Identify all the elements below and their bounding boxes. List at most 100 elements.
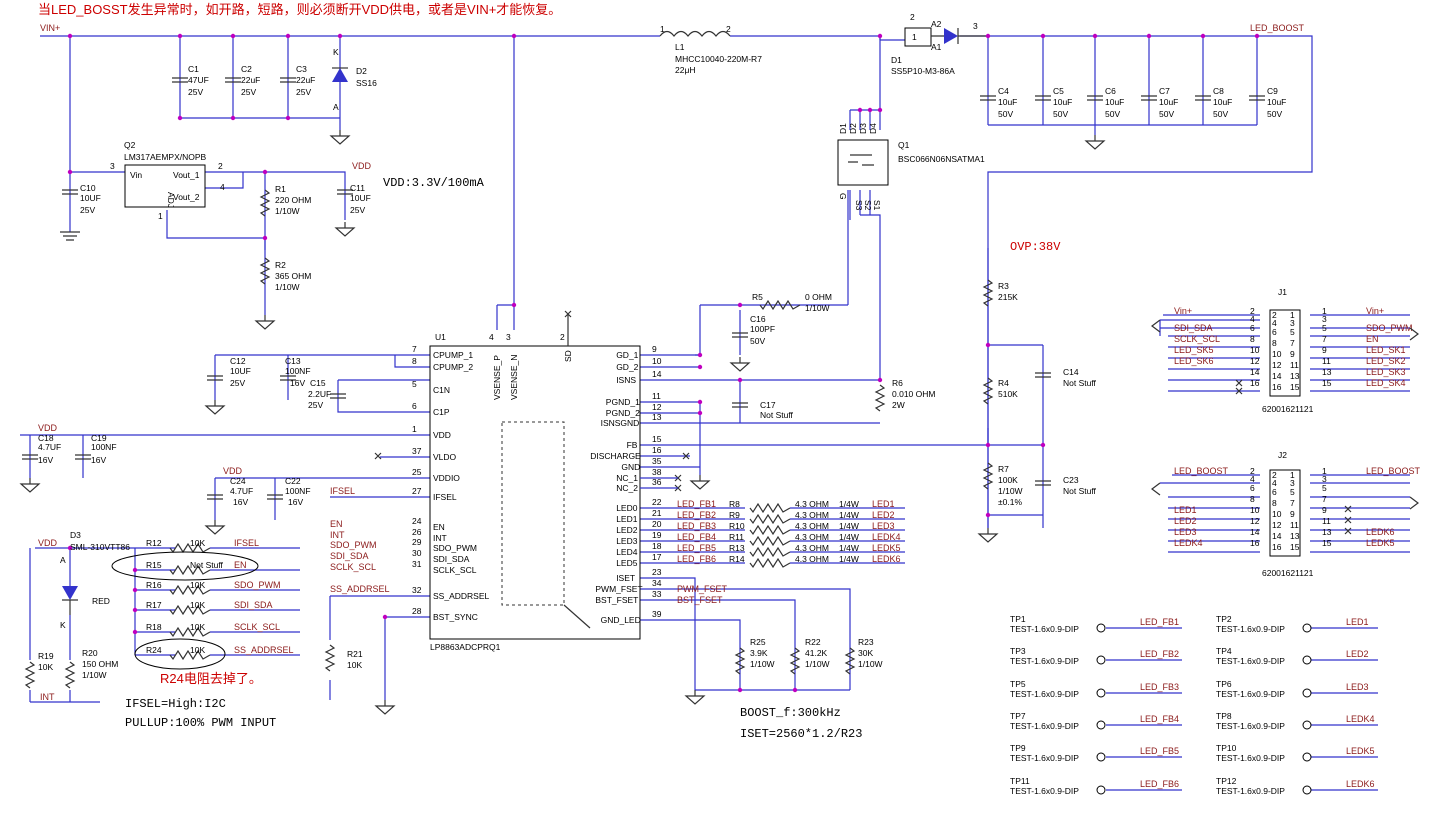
tp-ref-11: TP11 — [1010, 776, 1030, 786]
ic-u1-body — [429, 345, 641, 640]
junction-dot-8 — [985, 33, 991, 39]
led-res-pwr-6: 1/4W — [839, 554, 859, 564]
junction-dot-35 — [132, 607, 138, 613]
tp-pad-4 — [1302, 655, 1312, 665]
junction-dot-27 — [697, 410, 703, 416]
c18-cap-plates — [22, 454, 38, 460]
c18-value: 4.7UF — [38, 442, 61, 452]
c13-cap-plates — [280, 375, 296, 381]
ic-part: LP8863ADCPRQ1 — [430, 642, 501, 652]
j1-left-label-1: Vin+ — [1174, 306, 1192, 316]
j1-left-pin-5: 10 — [1250, 345, 1260, 355]
tp-pad-12 — [1302, 785, 1312, 795]
input-cap-value-3: 22uF — [296, 75, 315, 85]
r23-pwr: 1/10W — [858, 659, 883, 669]
ic-top-pin-name-4: VSENSE_P — [492, 355, 502, 400]
tp-ref-4: TP4 — [1216, 646, 1232, 656]
diode-d1-lab-a1: A1 — [931, 42, 942, 52]
r25-value: 3.9K — [750, 648, 768, 658]
tp-ref-3: TP3 — [1010, 646, 1026, 656]
reg-pin1: 1 — [158, 211, 163, 221]
r23-value: 30K — [858, 648, 873, 658]
j1-left-label-6: LED_SK6 — [1174, 356, 1214, 366]
mosfet-ref: Q1 — [898, 140, 910, 150]
tp-net-9: LED_FB5 — [1140, 746, 1179, 756]
tp-net-1: LED_FB1 — [1140, 617, 1179, 627]
ground-r7 — [977, 528, 999, 543]
mosfet-q1-body — [837, 139, 889, 186]
c17-value: Not Stuff — [760, 410, 794, 420]
net-ss-ic: SS_ADDRSEL — [330, 584, 390, 594]
c10-cap-plates — [62, 189, 78, 195]
ground-input-caps — [329, 130, 351, 145]
j2-left-label-6: LED2 — [1174, 516, 1197, 526]
led-d3-a: A — [60, 555, 66, 565]
ic-left-pin-name-37: VLDO — [433, 452, 457, 462]
j2-inner-right-1: 1 — [1290, 470, 1295, 480]
j1-inner-right-6: 11 — [1290, 360, 1299, 370]
junction-dot-6 — [511, 33, 517, 39]
tp-part-4: TEST-1.6x0.9-DIP — [1216, 656, 1285, 666]
j1-inner-right-2: 3 — [1290, 318, 1295, 328]
j2-left-pin-7: 14 — [1250, 527, 1260, 537]
pullup-value-2: Not Stuff — [190, 560, 224, 570]
tp-ref-7: TP7 — [1010, 711, 1026, 721]
ic-left-pin-num-24: 24 — [412, 516, 422, 526]
output-cap-value-6: 10uF — [1267, 97, 1286, 107]
ic-right-pin-num-9: 9 — [652, 344, 657, 354]
r7-value: 100K — [998, 475, 1018, 485]
pullup-ref-2: R15 — [146, 560, 162, 570]
c24-volt: 16V — [233, 497, 248, 507]
ground-c24 — [204, 520, 226, 535]
junction-dot-31 — [1040, 442, 1046, 448]
output-cap-ref-6: C9 — [1267, 86, 1278, 96]
pullup-net-6: SS_ADDRSEL — [234, 645, 294, 655]
tp-ref-8: TP8 — [1216, 711, 1232, 721]
nc-marks-right — [674, 452, 690, 492]
tp-part-11: TEST-1.6x0.9-DIP — [1010, 786, 1079, 796]
j1-left-pin-6: 12 — [1250, 356, 1260, 366]
r7-ref: R7 — [998, 464, 1009, 474]
ic-right-pin-num-34: 34 — [652, 578, 662, 588]
junction-dot-40 — [511, 302, 517, 308]
c19-value: 100NF — [91, 442, 117, 452]
note-r24-removed: R24电阻去掉了。 — [160, 671, 262, 686]
led-d3-k: K — [60, 620, 66, 630]
j1-inner-right-8: 15 — [1290, 382, 1300, 392]
junction-dot-3 — [230, 33, 236, 39]
ic-right-pin-name-22: LED0 — [616, 503, 638, 513]
tp-net-5: LED_FB3 — [1140, 682, 1179, 692]
mosfet-drain-3: D3 — [858, 123, 868, 134]
tp-ref-5: TP5 — [1010, 679, 1026, 689]
junction-dot-17 — [67, 169, 73, 175]
output-cap-5-plates — [1195, 95, 1211, 101]
r20-symbol — [64, 661, 76, 689]
led-res-pwr-4: 1/4W — [839, 532, 859, 542]
ic-left-pin-name-5: C1N — [433, 385, 450, 395]
led-res-value-3: 4.3 OHM — [795, 521, 829, 531]
ic-left-pin-name-1: VDD — [433, 430, 451, 440]
led-res-symbol-5 — [749, 546, 791, 558]
c15-value: 2.2UF — [308, 389, 331, 399]
ic-left-pin-num-28: 28 — [412, 606, 422, 616]
junction-dot-34 — [132, 587, 138, 593]
j1-right-pin-5: 9 — [1322, 345, 1327, 355]
r7-symbol — [982, 462, 994, 490]
j2-right-pin-2: 3 — [1322, 474, 1327, 484]
tp-pad-5 — [1096, 688, 1106, 698]
output-cap-ref-3: C6 — [1105, 86, 1116, 96]
pullup-net-3: SDO_PWM — [234, 580, 281, 590]
j1-left-label-4: SCLK_SCL — [1174, 334, 1220, 344]
ic-right-pin-num-22: 22 — [652, 497, 662, 507]
c16-cap-plates — [732, 332, 748, 338]
tp-net-8: LEDK4 — [1346, 714, 1375, 724]
led-res-fb-4: LED_FB4 — [677, 532, 716, 542]
j2-inner-right-7: 13 — [1290, 531, 1300, 541]
junction-dot-19 — [262, 235, 268, 241]
j1-left-label-5: LED_SK5 — [1174, 345, 1214, 355]
junction-dot-18 — [262, 169, 268, 175]
ic-left-pin-num-1: 1 — [412, 424, 417, 434]
net-int-led: INT — [40, 692, 55, 702]
ic-top-pin-name-3: VSENSE_N — [509, 355, 519, 400]
j2-right-label-8: LEDK5 — [1366, 538, 1395, 548]
